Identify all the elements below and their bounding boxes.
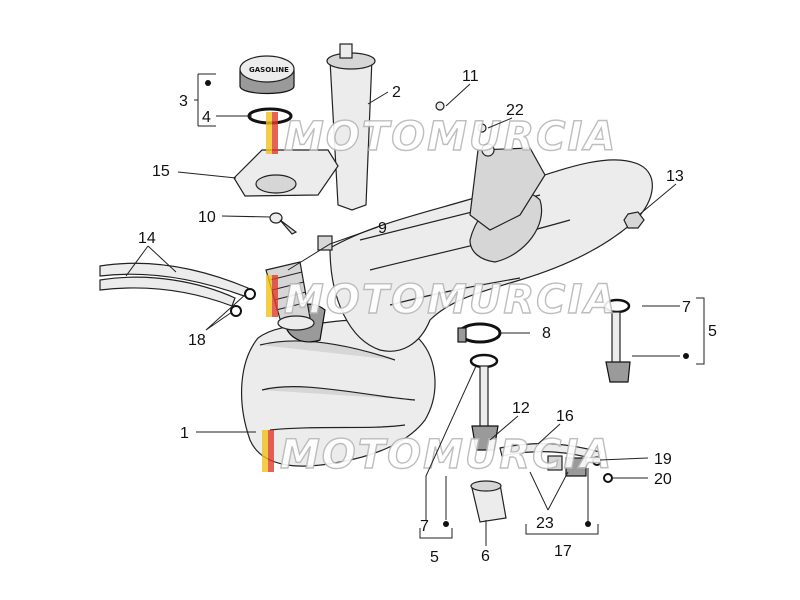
watermark-text-middle: MOTOMURCIA <box>284 277 617 323</box>
fuel-level-sender <box>603 298 631 383</box>
tank-bracket <box>469 143 546 231</box>
filler-neck <box>326 43 376 211</box>
callout-20: 20 <box>654 471 672 488</box>
callout-23: 23 <box>536 515 554 532</box>
fuel-cap: GASOLINE <box>239 55 295 95</box>
callout-10: 10 <box>198 209 216 226</box>
screw <box>269 212 298 235</box>
callout-5-right: 5 <box>708 323 717 340</box>
hose-clamp-lower <box>230 305 242 317</box>
callout-7-right: 7 <box>682 299 691 316</box>
callout-15: 15 <box>152 163 170 180</box>
watermark-logo-middle <box>266 275 278 317</box>
callout-2: 2 <box>392 84 401 101</box>
callout-labels: 3 4 2 15 10 9 14 18 11 22 13 1 8 7 5 12 … <box>138 68 717 566</box>
nut <box>623 211 645 229</box>
watermark-logo-bottom <box>262 430 274 472</box>
bolt-small <box>435 101 445 111</box>
cap-label: GASOLINE <box>249 66 289 74</box>
tank-band-clamp <box>457 322 502 344</box>
hose-clamp-upper <box>244 288 256 300</box>
callout-14: 14 <box>138 230 156 247</box>
callout-18: 18 <box>188 332 206 349</box>
fuel-hose <box>499 443 601 461</box>
callout-11: 11 <box>462 68 479 85</box>
callout-19: 19 <box>654 451 672 468</box>
fuel-filter <box>547 455 613 483</box>
callout-9: 9 <box>378 220 387 237</box>
pump-holder <box>470 480 507 523</box>
watermark-text-bottom: MOTOMURCIA <box>280 432 613 478</box>
clip <box>317 235 333 251</box>
watermark-logo-top <box>266 112 278 154</box>
bolt-bracket <box>477 123 487 133</box>
callout-3: 3 <box>179 93 188 110</box>
watermark-group: MOTOMURCIA MOTOMURCIA MOTOMURCIA <box>262 112 617 479</box>
callout-12: 12 <box>512 400 530 417</box>
callout-8: 8 <box>542 325 551 342</box>
callout-6: 6 <box>481 548 490 565</box>
callout-7-bottom: 7 <box>420 518 429 535</box>
callout-16: 16 <box>556 408 574 425</box>
callout-5-bottom: 5 <box>430 549 439 566</box>
callout-4: 4 <box>202 109 211 126</box>
callout-17: 17 <box>554 543 572 560</box>
leader-lines <box>125 73 705 546</box>
callout-22: 22 <box>506 102 524 119</box>
filler-tray <box>233 149 339 197</box>
watermark-text-top: MOTOMURCIA <box>284 114 617 160</box>
callout-13: 13 <box>666 168 684 185</box>
callout-1: 1 <box>180 425 189 442</box>
fuel-pump-unit <box>469 353 499 451</box>
